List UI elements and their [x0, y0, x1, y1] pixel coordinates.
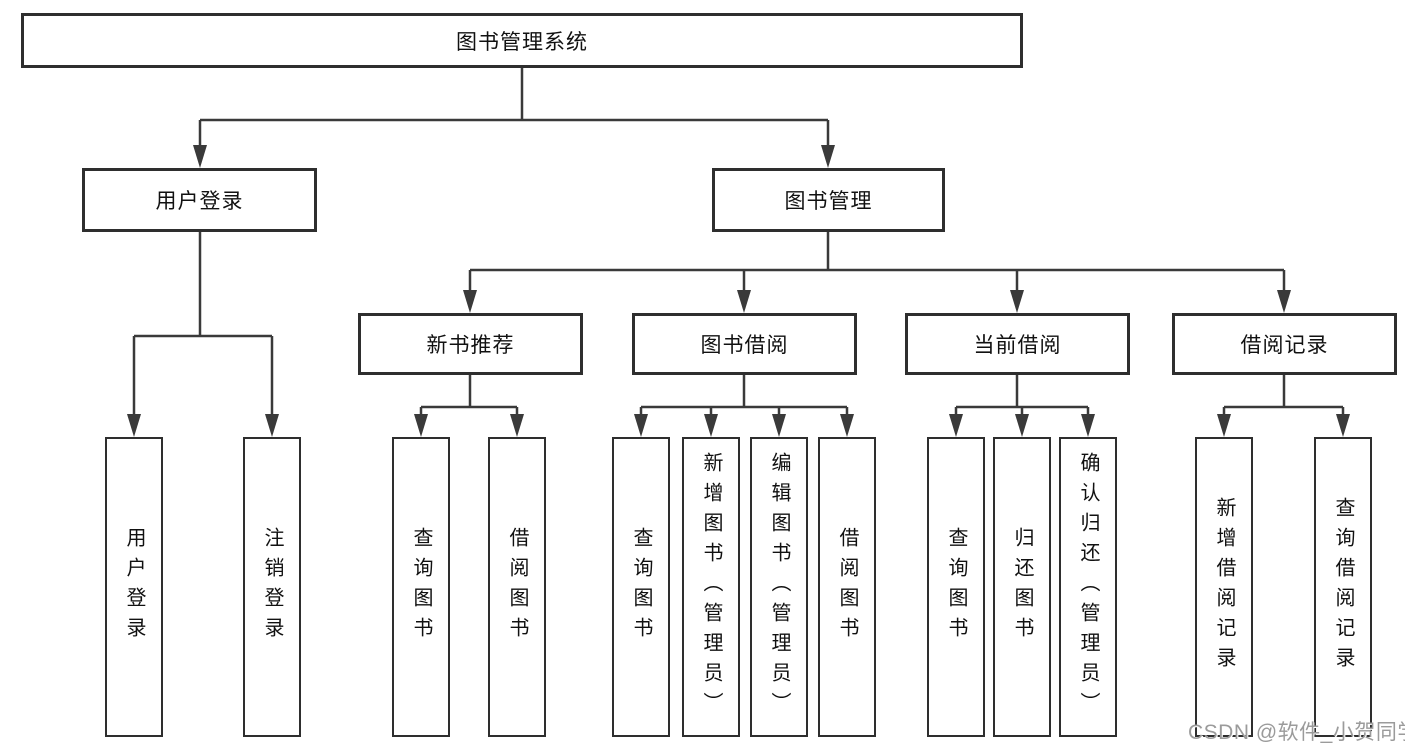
node-book-borrow: 图书借阅 [632, 313, 857, 375]
node-borrow-records-label: 借阅记录 [1240, 334, 1329, 357]
node-root: 图书管理系统 [21, 13, 1023, 68]
arrowheads [127, 145, 1350, 437]
node-current-borrow-label: 当前借阅 [973, 334, 1062, 357]
node-user-login-label: 用户登录 [155, 190, 244, 213]
node-book-management: 图书管理 [712, 168, 945, 232]
node-new-book-recommend: 新书推荐 [358, 313, 583, 375]
leaf-borrow-book: 借阅图书 [818, 437, 876, 737]
node-root-label: 图书管理系统 [456, 30, 588, 54]
leaf-borrow-book-recommend: 借阅图书 [488, 437, 546, 737]
node-current-borrow: 当前借阅 [905, 313, 1130, 375]
leaf-edit-book-admin: 编辑图书（管理员） [750, 437, 808, 737]
node-borrow-records: 借阅记录 [1172, 313, 1397, 375]
leaf-user-login: 用户登录 [105, 437, 163, 737]
leaf-add-book-admin: 新增图书（管理员） [682, 437, 740, 737]
leaf-confirm-return-admin: 确认归还（管理员） [1059, 437, 1117, 737]
leaf-return-book: 归还图书 [993, 437, 1051, 737]
leaf-add-borrow-record: 新增借阅记录 [1195, 437, 1253, 737]
node-user-login: 用户登录 [82, 168, 317, 232]
leaf-query-book-recommend: 查询图书 [392, 437, 450, 737]
node-book-management-label: 图书管理 [784, 190, 873, 213]
node-book-borrow-label: 图书借阅 [700, 334, 789, 357]
node-new-book-recommend-label: 新书推荐 [426, 334, 515, 357]
leaf-query-borrow-record: 查询借阅记录 [1314, 437, 1372, 737]
watermark: CSDN @软件_小贺同学 [1188, 721, 1405, 744]
leaf-query-book-borrow: 查询图书 [612, 437, 670, 737]
leaf-query-book-current: 查询图书 [927, 437, 985, 737]
leaf-logout-login: 注销登录 [243, 437, 301, 737]
